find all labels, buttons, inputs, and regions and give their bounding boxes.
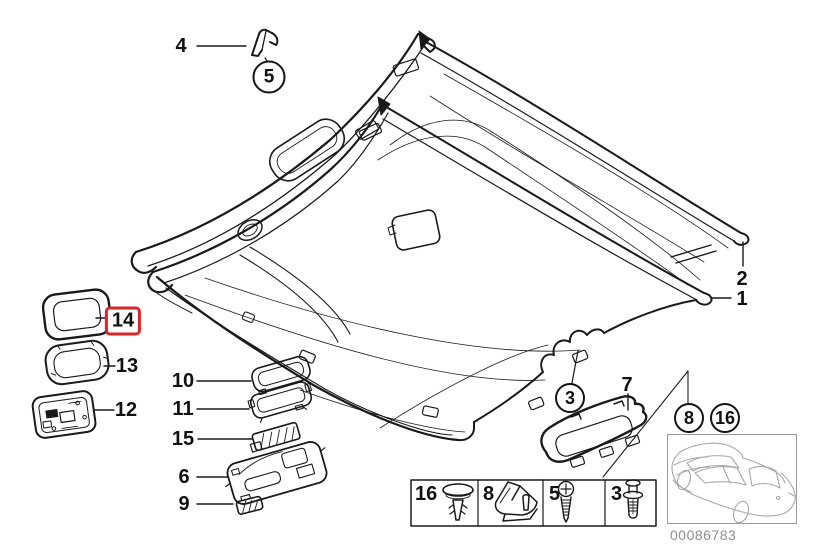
callout-1[interactable]: 1	[736, 288, 748, 310]
callout-11[interactable]: 11	[172, 398, 194, 420]
legend-label-3[interactable]: 3	[611, 483, 623, 505]
callout-5-circle[interactable]: 5	[252, 60, 286, 94]
roof-console-part-6-sketch	[225, 441, 328, 505]
legend-table	[410, 479, 657, 527]
legend-label-8[interactable]: 8	[483, 483, 495, 505]
callout-15[interactable]: 15	[171, 428, 195, 450]
frame-part-13-sketch	[44, 339, 110, 386]
legend-label-5[interactable]: 5	[549, 483, 561, 505]
ring-part-14-sketch	[41, 288, 113, 341]
callout-4[interactable]: 4	[175, 35, 187, 57]
module-part-15-sketch	[249, 421, 301, 453]
screw-icon	[557, 480, 575, 523]
switch-part-9-sketch	[235, 494, 264, 515]
callout-12[interactable]: 12	[114, 399, 138, 421]
legend-label-16[interactable]: 16	[415, 483, 438, 505]
gasket-part-10-sketch	[251, 355, 311, 393]
callout-8-circle[interactable]: 8	[674, 403, 704, 433]
callout-2[interactable]: 2	[736, 268, 748, 290]
callout-16-circle[interactable]: 16	[710, 403, 740, 433]
callout-7[interactable]: 7	[621, 374, 633, 396]
clip-part-4-sketch	[251, 28, 279, 63]
image-number: 00086783	[670, 527, 737, 543]
callout-9[interactable]: 9	[178, 493, 190, 515]
headliner-lower-panel	[147, 96, 713, 442]
headliner-upper-panel	[130, 30, 750, 274]
callout-3-circle[interactable]: 3	[555, 383, 585, 413]
car-reference-box	[667, 434, 797, 524]
spring-clip-icon	[494, 481, 538, 522]
car-icon	[671, 442, 796, 524]
lamp-unit-part-12-sketch	[31, 390, 97, 439]
callout-10[interactable]: 10	[171, 370, 195, 392]
callout-6[interactable]: 6	[178, 466, 190, 488]
callout-13[interactable]: 13	[115, 355, 139, 377]
storage-tray-part-7-sketch	[540, 395, 648, 468]
plastic-rivet-icon	[442, 483, 474, 521]
callout-14-highlighted[interactable]: 14	[104, 306, 142, 336]
frame-part-11-sketch	[247, 381, 313, 424]
expanding-rivet-icon	[622, 479, 644, 519]
